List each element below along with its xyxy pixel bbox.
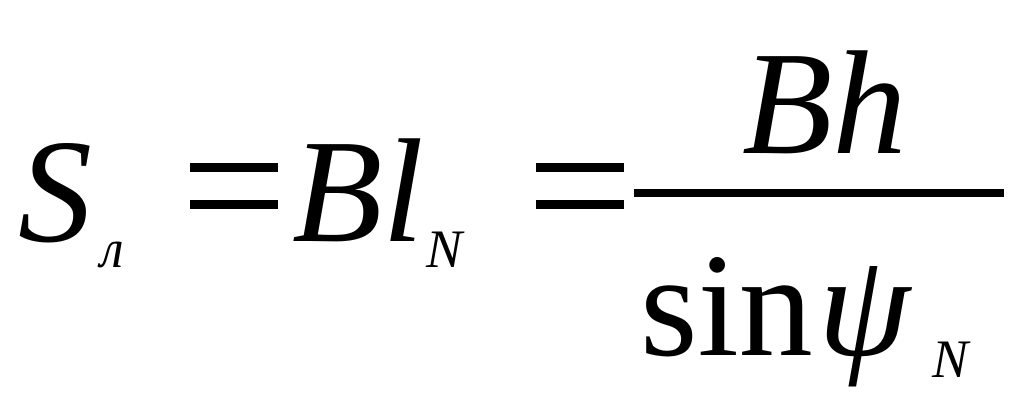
denominator-function: sin [640,224,813,388]
denominator-variable: ψ [818,224,910,388]
middle-symbol: Bl [292,110,424,274]
lhs-symbol: S [18,110,92,274]
middle-subscript: N [426,219,463,279]
fraction-numerator: Bh [742,22,907,186]
lhs-subscript: л [100,219,124,279]
denominator-subscript: N [932,329,969,389]
fraction-bar [634,189,1004,197]
